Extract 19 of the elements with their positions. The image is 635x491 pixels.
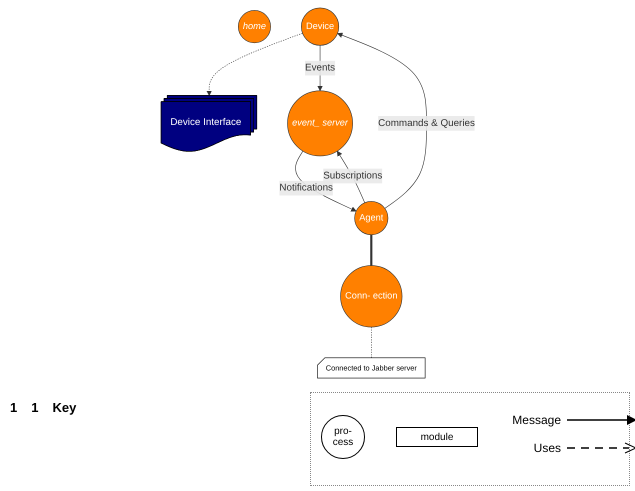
legend-text: Uses	[532, 441, 561, 455]
edge-label: Subscriptions	[322, 170, 382, 180]
module-symbol: module	[396, 427, 478, 447]
node-circle: home	[238, 10, 270, 43]
edge-label: Events	[304, 62, 335, 73]
legend-text: Message	[511, 413, 561, 427]
connector	[370, 326, 372, 358]
node-circle: event_ server	[286, 90, 352, 156]
edge-label: Commands & Queries	[378, 117, 474, 128]
note-text: Key	[52, 400, 76, 415]
arrow	[206, 32, 302, 96]
connector	[370, 234, 372, 266]
process-symbol: pro- cess	[321, 415, 365, 459]
node-circle: Conn- ection	[340, 264, 402, 327]
note-text: 1	[10, 400, 18, 415]
edge-label: Notifications	[278, 182, 332, 193]
note-text: 1	[31, 400, 38, 415]
node-circle: Device	[300, 7, 339, 46]
node-circle: Agent	[354, 200, 388, 235]
